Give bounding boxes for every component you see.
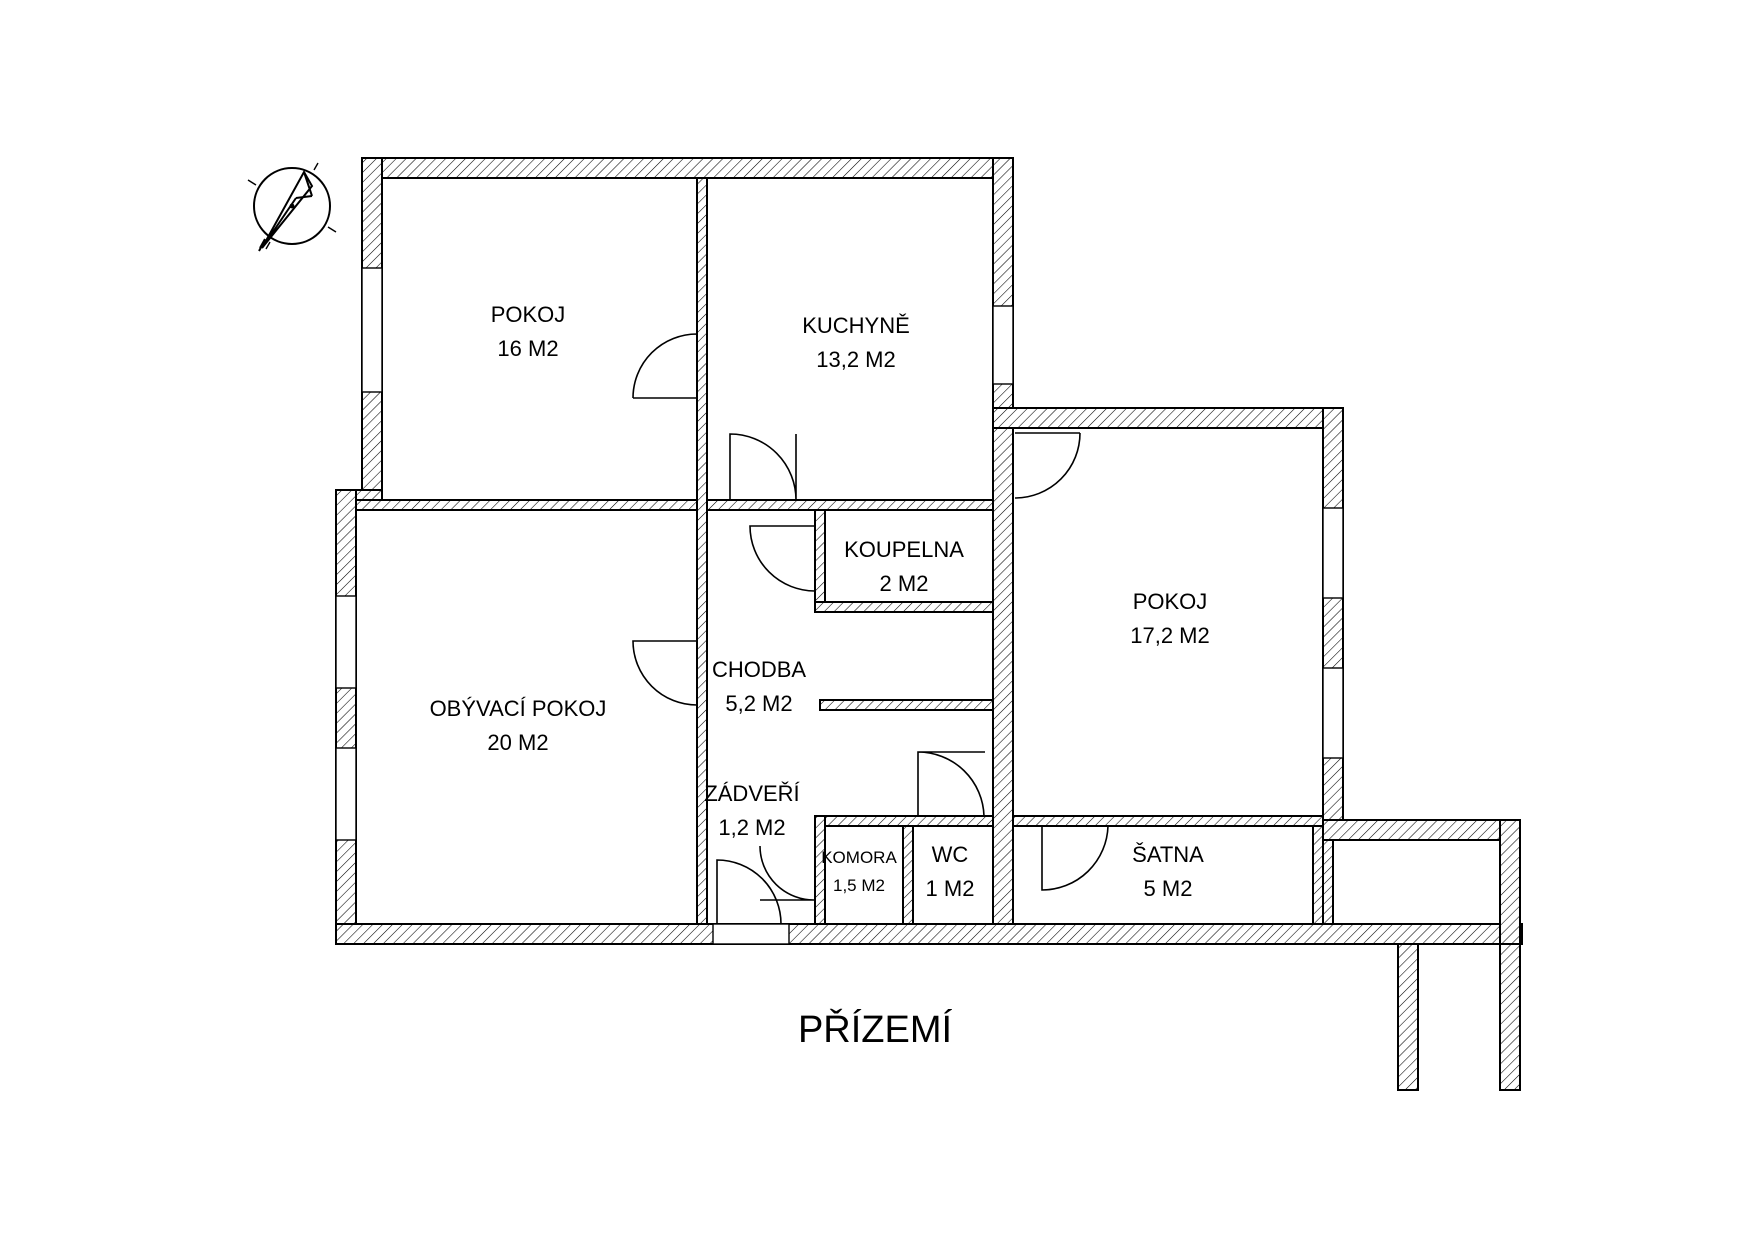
door-kuchyne	[729, 433, 797, 501]
wall-annex-leg-left	[1397, 943, 1419, 1091]
door-komora	[759, 845, 816, 901]
interior-walls	[355, 177, 1324, 925]
room-area-komora: 1,5 M2	[833, 876, 885, 895]
wall-chodba-right	[992, 427, 1014, 925]
wall-top-right	[992, 407, 1344, 429]
wall-satna-right	[1312, 825, 1324, 925]
room-area-obyvaci-pokoj: 20 M2	[487, 730, 548, 755]
room-area-satna: 5 M2	[1144, 876, 1193, 901]
door-wc	[917, 751, 985, 817]
entrance-opening	[712, 923, 790, 945]
wall-annex-top	[1322, 819, 1521, 841]
wall-annex-leg-right	[1499, 943, 1521, 1091]
window-right-2	[1322, 667, 1344, 759]
door-pokoj-2	[1014, 432, 1081, 499]
wall-satna-top	[1012, 815, 1324, 827]
room-name-kuchyne: KUCHYNĚ	[802, 313, 910, 338]
window-left-lower-2	[335, 747, 357, 841]
wall-komora-top	[814, 815, 994, 827]
room-area-zadveri: 1,2 M2	[718, 815, 785, 840]
exterior-walls	[335, 157, 1523, 1091]
wall-pokoj-kuchyne	[696, 177, 708, 925]
room-name-chodba: CHODBA	[712, 657, 806, 682]
wall-bottom	[335, 923, 1523, 945]
wall-annex-inner	[1322, 839, 1334, 925]
room-name-koupelna: KOUPELNA	[844, 537, 964, 562]
room-name-komora: KOMORA	[821, 848, 897, 867]
wall-komora-wc	[902, 825, 914, 925]
room-area-wc: 1 M2	[926, 876, 975, 901]
window-right-1	[1322, 507, 1344, 599]
window-left-upper	[361, 267, 383, 393]
north-letter	[258, 238, 266, 252]
room-area-chodba: 5,2 M2	[725, 691, 792, 716]
door-koupelna	[749, 525, 816, 592]
door-satna	[1041, 825, 1109, 891]
wall-mid-horizontal	[355, 499, 1014, 511]
room-name-pokoj-1: POKOJ	[491, 302, 566, 327]
window-kitchen	[992, 305, 1014, 385]
floor-title: PŘÍZEMÍ	[798, 1008, 953, 1051]
wall-annex-right	[1499, 819, 1521, 945]
room-name-satna: ŠATNA	[1132, 842, 1204, 867]
room-labels: POKOJ 16 M2 KUCHYNĚ 13,2 M2 KOUPELNA 2 M…	[430, 302, 1210, 901]
north-arrow-icon	[247, 162, 337, 252]
room-name-zadveri: ZÁDVEŘÍ	[704, 781, 800, 806]
door-obyvaci	[632, 640, 698, 706]
window-left-lower-1	[335, 595, 357, 689]
wall-chodba-divider	[819, 699, 994, 711]
doors	[632, 333, 1109, 925]
room-area-kuchyne: 13,2 M2	[816, 347, 896, 372]
wall-koupelna-left	[814, 509, 826, 613]
room-area-pokoj-1: 16 M2	[497, 336, 558, 361]
wall-komora-left	[814, 815, 826, 925]
door-entrance	[716, 859, 782, 925]
room-name-pokoj-2: POKOJ	[1133, 589, 1208, 614]
windows	[335, 267, 1344, 945]
room-name-wc: WC	[932, 842, 969, 867]
wall-koupelna-bottom	[814, 601, 994, 613]
room-name-obyvaci-pokoj: OBÝVACÍ POKOJ	[430, 696, 607, 721]
wall-top-left	[361, 157, 1014, 179]
room-area-pokoj-2: 17,2 M2	[1130, 623, 1210, 648]
wall-left-lower	[335, 489, 357, 945]
door-pokoj-1	[632, 333, 698, 399]
room-area-koupelna: 2 M2	[880, 571, 929, 596]
